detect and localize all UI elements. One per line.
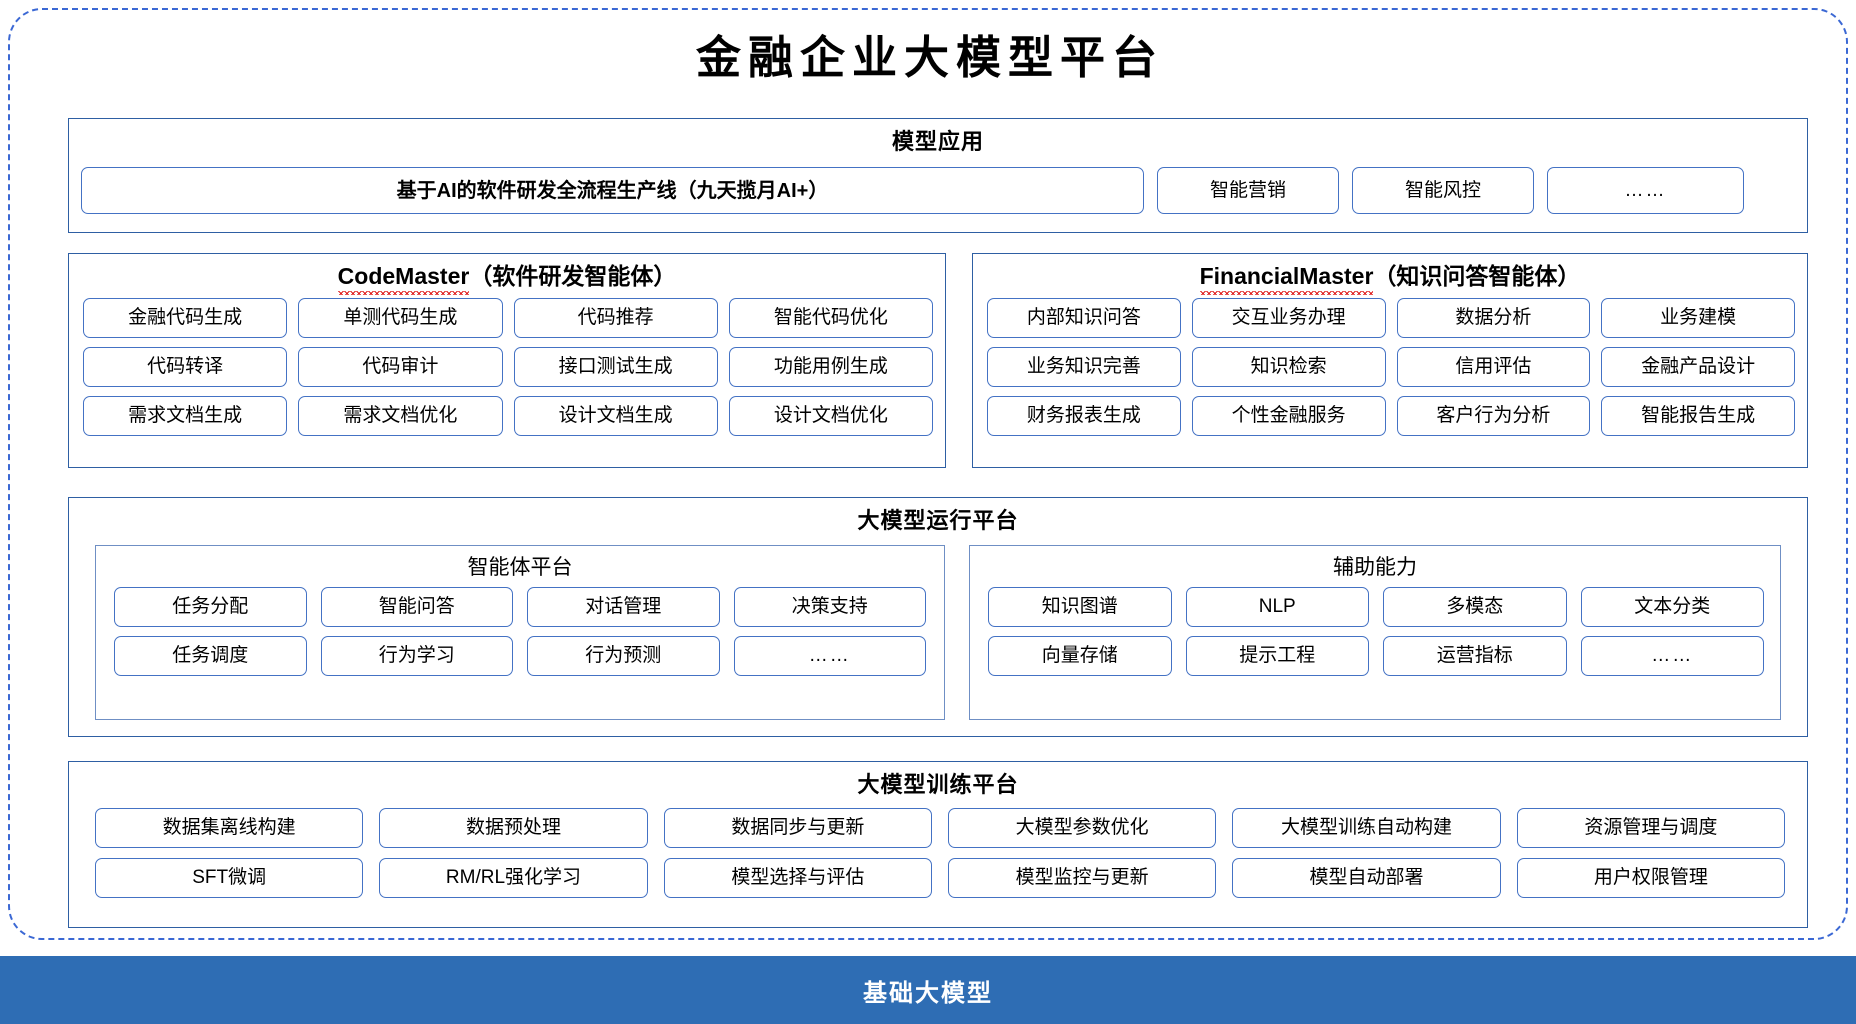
financialmaster-title: FinancialMaster（知识问答智能体）	[973, 260, 1807, 295]
tr-chip-4[interactable]: 大模型训练自动构建	[1232, 808, 1501, 848]
ap-chip-0[interactable]: 任务分配	[114, 587, 307, 627]
cm-chip-5[interactable]: 代码审计	[298, 347, 503, 387]
financialmaster-capability-grid: 内部知识问答 交互业务办理 数据分析 业务建模 业务知识完善 知识检索 信用评估…	[987, 298, 1795, 436]
fm-chip-0[interactable]: 内部知识问答	[987, 298, 1181, 338]
ap-chip-4[interactable]: 任务调度	[114, 636, 307, 676]
ap-chip-1[interactable]: 智能问答	[320, 587, 513, 627]
fm-chip-1[interactable]: 交互业务办理	[1191, 298, 1386, 338]
layer-model-applications: 模型应用 基于AI的软件研发全流程生产线（九天揽月AI+） 智能营销 智能风控 …	[68, 118, 1808, 233]
cm-chip-6[interactable]: 接口测试生成	[513, 347, 718, 387]
layer-runtime-platform: 大模型运行平台 智能体平台 任务分配 智能问答 对话管理 决策支持 任务调度 行…	[68, 497, 1808, 737]
aux-chip-1[interactable]: NLP	[1185, 587, 1369, 627]
auxiliary-ability-grid: 知识图谱 NLP 多模态 文本分类 向量存储 提示工程 运营指标 ……	[988, 587, 1764, 676]
fm-chip-3[interactable]: 业务建模	[1601, 298, 1795, 338]
fm-chip-11[interactable]: 智能报告生成	[1601, 396, 1795, 436]
aux-chip-6[interactable]: 运营指标	[1383, 636, 1567, 676]
aux-chip-more[interactable]: ……	[1580, 636, 1764, 676]
foundation-model-label: 基础大模型	[863, 979, 993, 1007]
foundation-model-bar: 基础大模型	[0, 956, 1856, 1024]
fm-chip-8[interactable]: 财务报表生成	[987, 396, 1181, 436]
cm-chip-7[interactable]: 功能用例生成	[728, 347, 933, 387]
fm-chip-10[interactable]: 客户行为分析	[1396, 396, 1591, 436]
tr-chip-7[interactable]: RM/RL强化学习	[379, 858, 648, 898]
page-title: 金融企业大模型平台	[695, 31, 1164, 84]
layer-training-platform: 大模型训练平台 数据集离线构建 数据预处理 数据同步与更新 大模型参数优化 大模…	[68, 761, 1808, 928]
layer-title-model-applications: 模型应用	[891, 129, 984, 154]
tr-chip-9[interactable]: 模型监控与更新	[948, 858, 1217, 898]
codemaster-suffix: （软件研发智能体）	[469, 263, 677, 289]
ap-chip-3[interactable]: 决策支持	[733, 587, 926, 627]
app-chip-smart-marketing[interactable]: 智能营销	[1157, 167, 1339, 214]
agent-platform-grid: 任务分配 智能问答 对话管理 决策支持 任务调度 行为学习 行为预测 ……	[114, 587, 926, 676]
tr-chip-10[interactable]: 模型自动部署	[1232, 858, 1501, 898]
tr-chip-11[interactable]: 用户权限管理	[1516, 858, 1785, 898]
subpanel-auxiliary-ability: 辅助能力 知识图谱 NLP 多模态 文本分类 向量存储 提示工程 运营指标 ……	[969, 545, 1781, 720]
app-chip-more[interactable]: ……	[1547, 167, 1744, 214]
tr-chip-1[interactable]: 数据预处理	[379, 808, 648, 848]
layer-title-training-platform: 大模型训练平台	[857, 772, 1019, 797]
layer-title-runtime-platform: 大模型运行平台	[857, 508, 1019, 533]
app-chip-ai-rd-pipeline[interactable]: 基于AI的软件研发全流程生产线（九天揽月AI+）	[81, 167, 1144, 214]
diagram-outer-frame: 金融企业大模型平台 模型应用 基于AI的软件研发全流程生产线（九天揽月AI+） …	[8, 8, 1848, 940]
tr-chip-3[interactable]: 大模型参数优化	[948, 808, 1217, 848]
financialmaster-name: FinancialMaster	[1199, 260, 1373, 295]
ap-chip-5[interactable]: 行为学习	[320, 636, 513, 676]
aux-chip-0[interactable]: 知识图谱	[988, 587, 1172, 627]
cm-chip-0[interactable]: 金融代码生成	[83, 298, 288, 338]
cm-chip-4[interactable]: 代码转译	[83, 347, 288, 387]
subpanel-title-agent-platform: 智能体平台	[467, 556, 573, 579]
cm-chip-11[interactable]: 设计文档优化	[728, 396, 933, 436]
aux-chip-3[interactable]: 文本分类	[1580, 587, 1764, 627]
cm-chip-3[interactable]: 智能代码优化	[728, 298, 933, 338]
tr-chip-8[interactable]: 模型选择与评估	[663, 858, 932, 898]
ap-chip-more[interactable]: ……	[733, 636, 926, 676]
ap-chip-2[interactable]: 对话管理	[527, 587, 720, 627]
subpanel-title-auxiliary-ability: 辅助能力	[1333, 556, 1417, 579]
fm-chip-5[interactable]: 知识检索	[1191, 347, 1386, 387]
cm-chip-8[interactable]: 需求文档生成	[83, 396, 288, 436]
cm-chip-9[interactable]: 需求文档优化	[298, 396, 503, 436]
tr-chip-6[interactable]: SFT微调	[95, 858, 364, 898]
subpanel-agent-platform: 智能体平台 任务分配 智能问答 对话管理 决策支持 任务调度 行为学习 行为预测…	[95, 545, 945, 720]
fm-chip-9[interactable]: 个性金融服务	[1191, 396, 1386, 436]
fm-chip-6[interactable]: 信用评估	[1396, 347, 1591, 387]
aux-chip-4[interactable]: 向量存储	[988, 636, 1172, 676]
cm-chip-10[interactable]: 设计文档生成	[513, 396, 718, 436]
tr-chip-0[interactable]: 数据集离线构建	[95, 808, 364, 848]
fm-chip-4[interactable]: 业务知识完善	[987, 347, 1181, 387]
aux-chip-2[interactable]: 多模态	[1383, 587, 1567, 627]
training-capability-grid: 数据集离线构建 数据预处理 数据同步与更新 大模型参数优化 大模型训练自动构建 …	[95, 808, 1785, 898]
tr-chip-5[interactable]: 资源管理与调度	[1516, 808, 1785, 848]
codemaster-title: CodeMaster（软件研发智能体）	[69, 260, 945, 295]
cm-chip-1[interactable]: 单测代码生成	[298, 298, 503, 338]
tr-chip-2[interactable]: 数据同步与更新	[663, 808, 932, 848]
cm-chip-2[interactable]: 代码推荐	[513, 298, 718, 338]
financialmaster-suffix: （知识问答智能体）	[1373, 263, 1581, 289]
layer-codemaster: CodeMaster（软件研发智能体） 金融代码生成 单测代码生成 代码推荐 智…	[68, 253, 946, 468]
model-application-row: 基于AI的软件研发全流程生产线（九天揽月AI+） 智能营销 智能风控 ……	[81, 167, 1797, 214]
app-chip-smart-risk-control[interactable]: 智能风控	[1352, 167, 1534, 214]
fm-chip-7[interactable]: 金融产品设计	[1601, 347, 1795, 387]
codemaster-capability-grid: 金融代码生成 单测代码生成 代码推荐 智能代码优化 代码转译 代码审计 接口测试…	[83, 298, 933, 436]
ap-chip-6[interactable]: 行为预测	[527, 636, 720, 676]
layer-financialmaster: FinancialMaster（知识问答智能体） 内部知识问答 交互业务办理 数…	[972, 253, 1808, 468]
codemaster-name: CodeMaster	[337, 260, 469, 295]
fm-chip-2[interactable]: 数据分析	[1396, 298, 1591, 338]
aux-chip-5[interactable]: 提示工程	[1185, 636, 1369, 676]
